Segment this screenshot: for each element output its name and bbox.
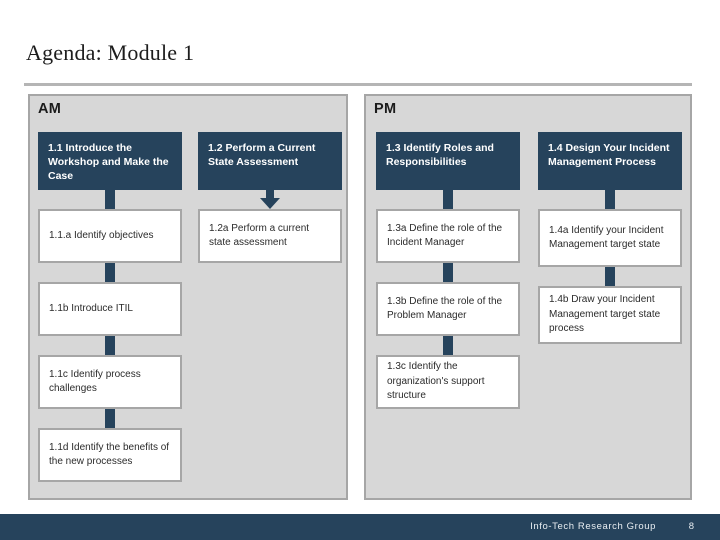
flow-step-box[interactable]: 1.4b Draw your Incident Management targe… [538,286,682,344]
flow-step-box[interactable]: 1.1d Identify the benefits of the new pr… [38,428,182,482]
flow-connector-bar [605,190,615,209]
flow-step-label: 1.1d Identify the benefits of the new pr… [49,441,170,468]
flow-step-label: 1.3b Define the role of the Problem Mana… [387,295,503,322]
flow-step-label: 1.1b Introduce ITIL [49,302,133,314]
flow-connector-bar [443,190,453,209]
panel-label-am: AM [38,101,62,117]
flow-connector-bar [443,336,453,355]
flow-header-col-1[interactable]: 1.1 Introduce the Workshop and Make the … [38,132,182,190]
flow-step-label: 1.1.a Identify objectives [49,229,154,241]
flow-header-label: 1.3 Identify Roles and Responsibilities [386,142,494,168]
panel-am: AM 1.1 Introduce the Workshop and Make t… [28,94,348,500]
flow-step-box[interactable]: 1.1b Introduce ITIL [38,282,182,336]
flow-header-col-3[interactable]: 1.3 Identify Roles and Responsibilities [376,132,520,190]
flow-step-box[interactable]: 1.1c Identify process challenges [38,355,182,409]
page-title: Agenda: Module 1 [26,40,195,65]
flow-header-col-2[interactable]: 1.2 Perform a Current State Assessment [198,132,342,190]
flow-step-box[interactable]: 1.3c Identify the organization's support… [376,355,520,409]
flow-connector-bar [443,263,453,282]
flow-step-box[interactable]: 1.4a Identify your Incident Management t… [538,209,682,267]
title-divider [24,83,692,86]
flow-step-box[interactable]: 1.3b Define the role of the Problem Mana… [376,282,520,336]
flow-header-label: 1.4 Design Your Incident Management Proc… [548,142,670,168]
flow-header-label: 1.2 Perform a Current State Assessment [208,142,316,168]
flow-connector-bar [105,190,115,209]
flow-connector-bar [105,336,115,355]
panel-pm: PM 1.3 Identify Roles and Responsibiliti… [364,94,692,500]
flow-step-label: 1.4a Identify your Incident Management t… [549,224,664,251]
footer-page-number: 8 [688,521,694,532]
flow-connector-bar [105,409,115,428]
flow-step-label: 1.4b Draw your Incident Management targe… [549,294,661,335]
flow-connector-arrow [260,190,280,209]
flow-step-box[interactable]: 1.2a Perform a current state assessment [198,209,342,263]
flow-connector-bar [105,263,115,282]
flow-step-label: 1.3c Identify the organization's support… [387,361,485,402]
flow-connector-bar [605,267,615,286]
footer-bar: Info-Tech Research Group 8 [0,514,720,540]
panel-label-pm: PM [374,101,397,117]
flow-step-label: 1.1c Identify process challenges [49,368,141,395]
flow-step-box[interactable]: 1.3a Define the role of the Incident Man… [376,209,520,263]
flow-header-label: 1.1 Introduce the Workshop and Make the … [48,142,169,182]
flow-step-label: 1.2a Perform a current state assessment [209,222,310,249]
flow-header-col-4[interactable]: 1.4 Design Your Incident Management Proc… [538,132,682,190]
footer-brand: Info-Tech Research Group [530,521,656,532]
flow-step-box[interactable]: 1.1.a Identify objectives [38,209,182,263]
flow-step-label: 1.3a Define the role of the Incident Man… [387,222,503,249]
